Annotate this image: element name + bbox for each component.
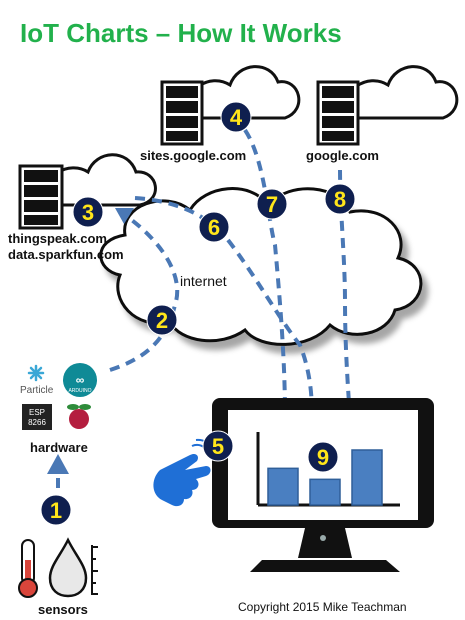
step-badge-2: 2 [146, 304, 178, 336]
sites-google-cloud [160, 65, 301, 146]
step-badge-6: 6 [198, 211, 230, 243]
google-cloud [316, 65, 459, 146]
monitor-bar [309, 478, 341, 506]
thermometer-icon [18, 539, 38, 598]
monitor-bar [267, 467, 299, 506]
hardware-label: hardware [30, 440, 88, 455]
step-number: 8 [334, 187, 346, 212]
arrowhead [47, 454, 69, 474]
arduino-label: ARDUINO [68, 388, 91, 394]
server-icon [160, 80, 204, 146]
step-badge-1: 1 [40, 494, 72, 526]
raspberry-pi-logo [67, 404, 91, 429]
humidity-drop-icon [48, 537, 98, 598]
arrowhead [115, 208, 134, 224]
step-badge-7: 7 [256, 188, 288, 220]
sensors-label: sensors [38, 602, 88, 617]
arduino-logo: ARDUINO ∞ [63, 363, 97, 397]
step-number: 6 [208, 215, 220, 240]
monitor [212, 398, 434, 572]
thingspeak-cloud [18, 153, 157, 230]
particle-label: Particle [20, 385, 54, 396]
esp-label-line2: 8266 [28, 418, 46, 427]
server-icon [316, 80, 360, 146]
step-number: 5 [212, 434, 224, 459]
step-number: 1 [50, 498, 62, 523]
internet-label: internet [180, 273, 227, 289]
step-badge-8: 8 [324, 183, 356, 215]
step-number: 3 [82, 200, 94, 225]
hardware-icons: Particle ARDUINO ∞ ESP 8266 [20, 363, 97, 430]
sites-google-label: sites.google.com [140, 148, 246, 163]
copyright-text: Copyright 2015 Mike Teachman [238, 600, 407, 614]
server-icon [18, 164, 64, 230]
google-label: google.com [306, 148, 379, 163]
monitor-bar [351, 449, 383, 506]
arrow-thingspeak-to-monitor [226, 238, 314, 416]
step-number: 4 [230, 105, 243, 130]
monitor-chart-bars [267, 449, 383, 506]
step-badge-9: 9 [307, 441, 339, 473]
step-number: 9 [317, 445, 329, 470]
diagram-title: IoT Charts – How It Works [20, 18, 342, 48]
arrow-sites-to-monitor [243, 128, 287, 416]
svg-text:∞: ∞ [76, 373, 85, 387]
esp8266-chip: ESP 8266 [22, 404, 52, 430]
step-badge-3: 3 [72, 196, 104, 228]
sparkfun-label: data.sparkfun.com [8, 247, 124, 262]
step-badge-5: 5 [202, 430, 234, 462]
step-badge-4: 4 [220, 101, 252, 133]
particle-logo: Particle [20, 364, 54, 396]
step-number: 7 [266, 192, 278, 217]
step-number: 2 [156, 308, 168, 333]
thingspeak-label: thingspeak.com [8, 231, 107, 246]
step-badges: 1 2 3 4 5 6 7 8 9 [40, 101, 356, 526]
esp-label-line1: ESP [29, 408, 45, 417]
